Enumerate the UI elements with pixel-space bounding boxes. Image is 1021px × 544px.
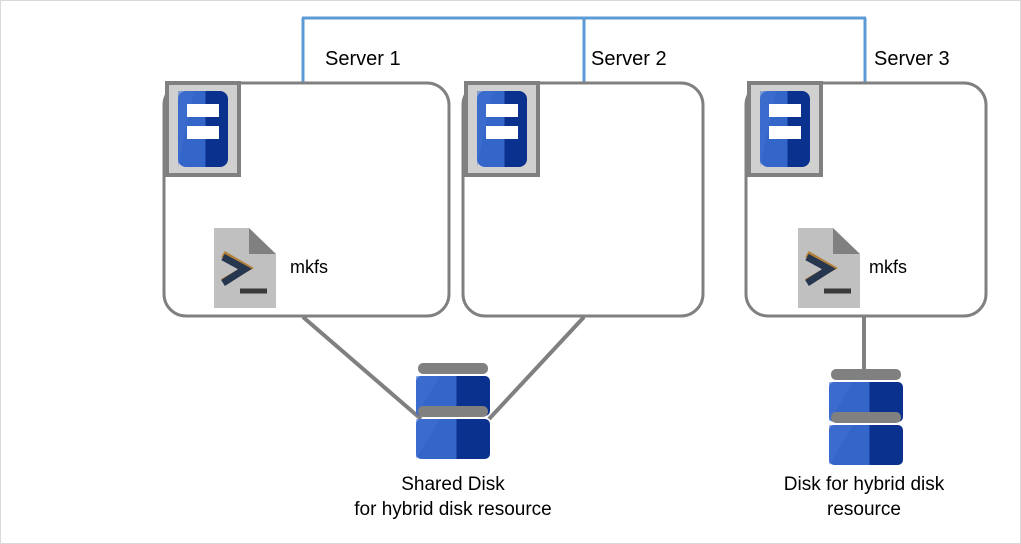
shared-disk-caption-line2: for hybrid disk resource [354, 499, 552, 520]
local-disk-caption-line2: resource [827, 499, 901, 520]
mkfs-icon-server-3 [798, 228, 860, 308]
server-icon-1 [165, 81, 241, 177]
mkfs-icon-server-1 [214, 228, 276, 308]
shared-disk-icon[interactable] [416, 363, 490, 459]
mkfs-label-server-3: mkfs [869, 257, 907, 277]
connector-server1-to-shared-disk [301, 315, 423, 421]
local-disk-caption-line1: Disk for hybrid disk [783, 474, 945, 495]
server-label-3: Server 3 [874, 48, 950, 70]
connector-server2-to-shared-disk [487, 315, 586, 421]
mkfs-label-server-1: mkfs [290, 257, 328, 277]
server-label-2: Server 2 [591, 48, 667, 70]
server-icon-2 [464, 81, 540, 177]
server-label-1: Server 1 [325, 48, 401, 70]
network-interconnect-bracket [301, 16, 867, 83]
local-disk-icon[interactable] [829, 369, 903, 465]
shared-disk-caption-line1: Shared Disk [401, 474, 505, 495]
server-icon-3 [747, 81, 823, 177]
